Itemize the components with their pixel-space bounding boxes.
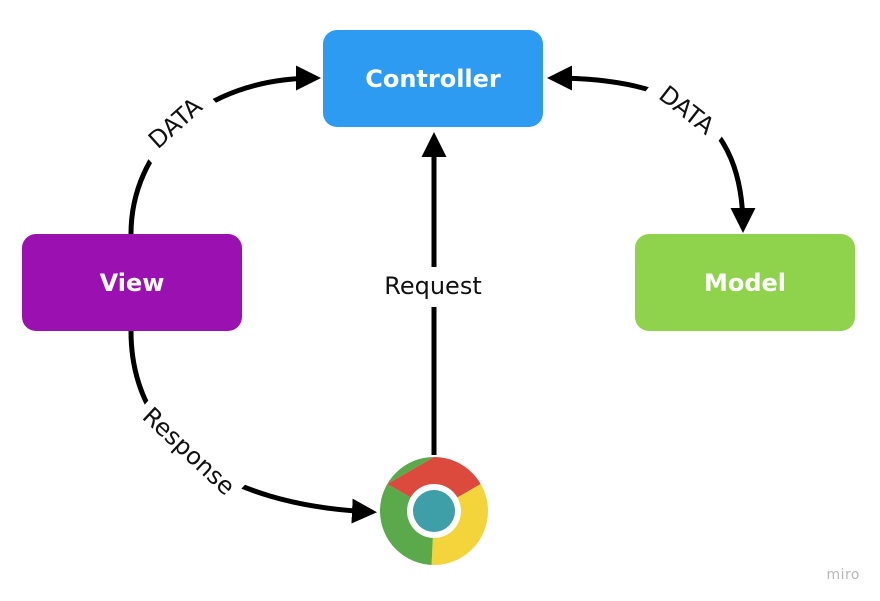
model-node: Model [635, 234, 855, 331]
controller-label: Controller [365, 64, 501, 93]
view-node: View [22, 234, 242, 331]
controller-node: Controller [323, 30, 543, 127]
label-view-browser: Response [131, 396, 246, 506]
view-label: View [99, 268, 165, 297]
label-browser-controller: Request [373, 267, 493, 307]
edge-controller-model [547, 65, 756, 233]
label-view-controller: DATA [132, 82, 219, 164]
edge-label-request: Request [384, 272, 482, 300]
miro-watermark: miro [826, 567, 860, 583]
label-controller-model: DATA [642, 71, 731, 150]
edge-label-response: Response [137, 402, 240, 501]
model-label: Model [703, 268, 787, 297]
